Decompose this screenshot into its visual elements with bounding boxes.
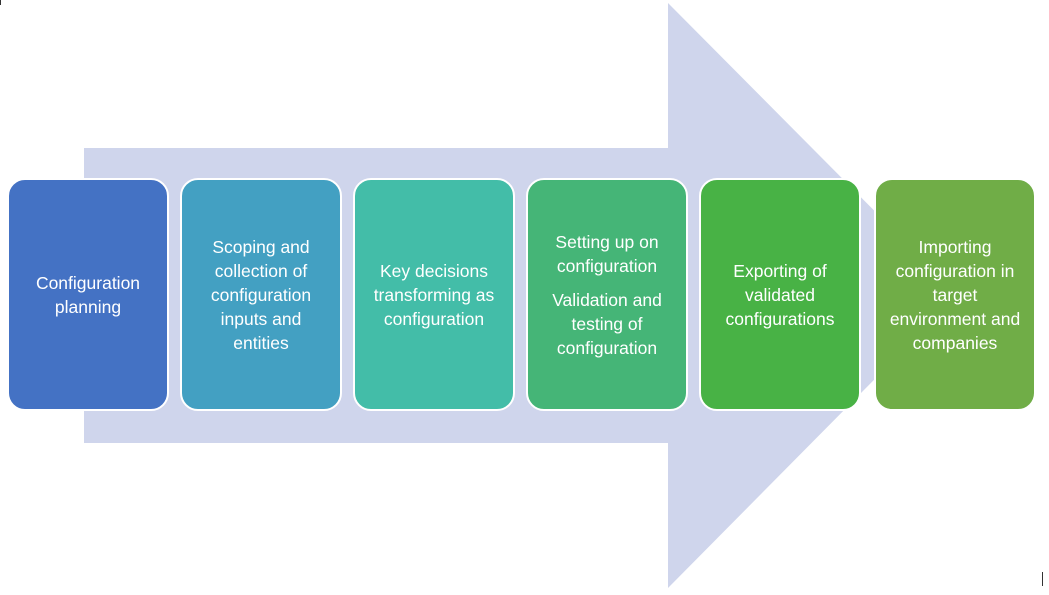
corner-mark [1042,572,1043,586]
step-configuration-planning: Configuration planning [7,178,169,411]
step-label: Validation and testing of configuration [552,289,662,358]
step-exporting: Exporting of validated configurations [699,178,861,411]
step-label: Exporting of validated configurations [725,260,835,329]
arrow-shape [84,3,958,588]
step-label: Configuration planning [35,272,141,317]
corner-mark [0,0,1,5]
step-setting-up-and-validation: Setting up on configuration Validation a… [526,178,688,411]
step-label: Scoping and collection of configuration … [210,236,312,353]
step-key-decisions: Key decisions transforming as configurat… [353,178,515,411]
step-label: Importing configuration in target enviro… [889,236,1021,353]
step-label: Setting up on configuration [555,231,659,276]
step-scoping-and-collection: Scoping and collection of configuration … [180,178,342,411]
step-importing: Importing configuration in target enviro… [874,178,1036,411]
step-label: Key decisions transforming as configurat… [373,260,495,329]
